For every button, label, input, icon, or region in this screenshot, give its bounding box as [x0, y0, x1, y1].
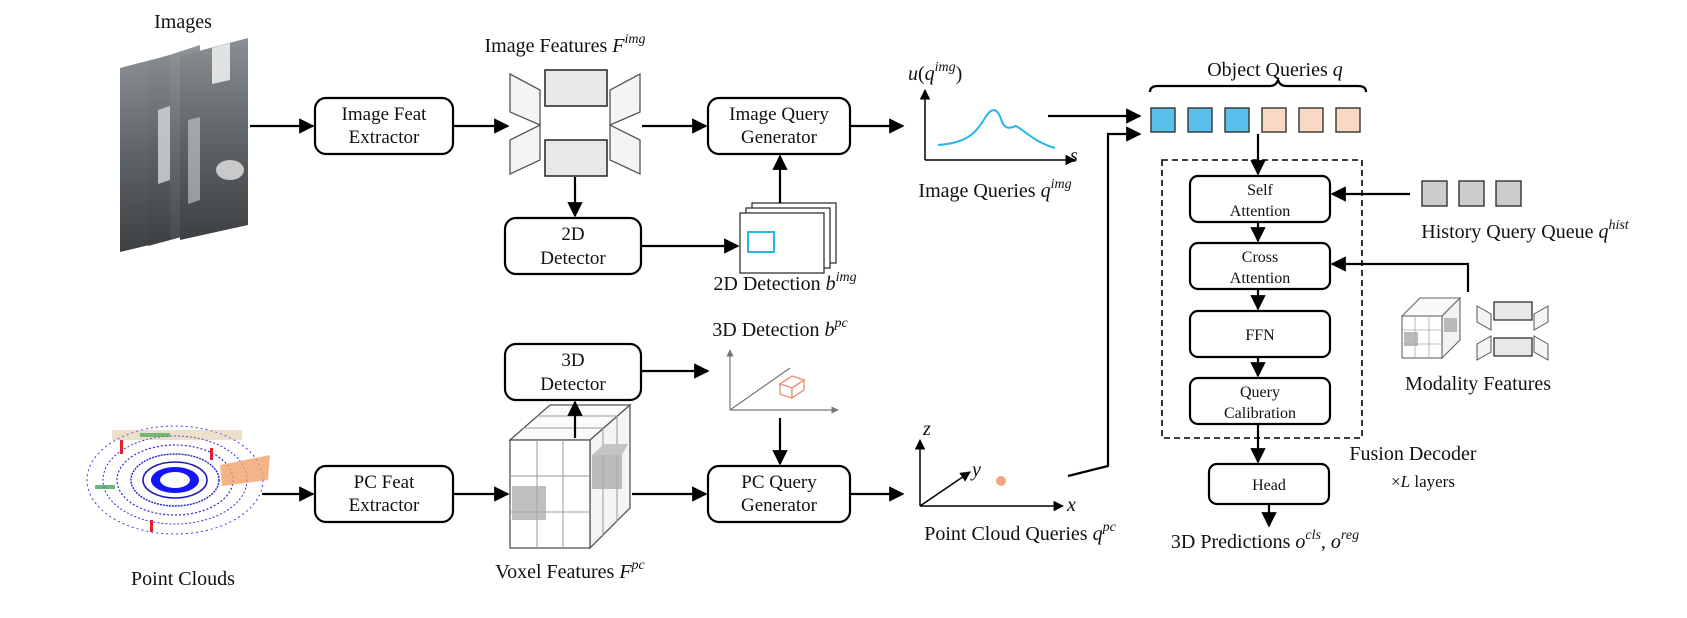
images-label: Images — [154, 11, 212, 33]
cross-attention-line2: Attention — [1230, 270, 1290, 287]
detector-2d-line2: Detector — [540, 248, 606, 269]
image-query-cell — [1187, 107, 1213, 133]
query-calibration-line2: Calibration — [1224, 405, 1296, 422]
history-query-cell — [1495, 180, 1522, 207]
detector-2d-line1: 2D — [561, 224, 584, 245]
point-cloud-queries-plot — [914, 438, 1065, 512]
object-queries-caption: Object Queries q — [1207, 59, 1343, 81]
self-attention-line2: Attention — [1230, 203, 1290, 220]
detection-3d-icon — [726, 349, 839, 414]
point-clouds-label: Point Clouds — [131, 568, 235, 590]
detection-2d-icon — [739, 202, 837, 274]
image-queries-plot-y-label: u(qimg) — [908, 60, 962, 85]
voxel-features-icon — [508, 403, 632, 550]
image-query-cell — [1224, 107, 1250, 133]
pc-feat-extractor-line2: Extractor — [349, 495, 420, 516]
pc-query-generator-line1: PC Query — [741, 472, 817, 493]
history-query-row — [1421, 180, 1522, 207]
cross-attention-line1: Cross — [1242, 249, 1278, 266]
pc-query-cell — [1335, 107, 1361, 133]
image-queries-plot-x-label: s — [1070, 145, 1078, 167]
pc-query-cell — [1261, 107, 1287, 133]
voxel-features-caption: Voxel Features Fpc — [495, 558, 645, 583]
head-label: Head — [1252, 477, 1286, 494]
query-calibration-box — [1188, 376, 1332, 426]
image-queries-caption: Image Queries qimg — [918, 177, 1071, 202]
ffn-box — [1188, 309, 1332, 359]
image-stack — [120, 38, 248, 252]
image-features-icon — [509, 69, 641, 177]
detector-3d-line2: Detector — [540, 374, 606, 395]
pc-plot-x-axis-label: x — [1066, 494, 1076, 516]
fusion-decoder-frame — [1161, 159, 1363, 439]
fusion-decoder-caption: Fusion Decoder — [1349, 443, 1477, 465]
image-query-cell — [1150, 107, 1176, 133]
predictions-caption: 3D Predictions ocls, oreg — [1171, 528, 1359, 553]
pc-query-generator-line2: Generator — [741, 495, 818, 516]
connector-arrows — [250, 108, 1470, 528]
image-query-generator-line2: Generator — [741, 127, 818, 148]
ffn-label: FFN — [1245, 327, 1275, 344]
detector-3d-line1: 3D — [561, 350, 584, 371]
object-queries-brace — [1148, 76, 1368, 93]
image-feat-extractor-line1: Image Feat — [342, 104, 428, 125]
modality-features-icon — [1400, 296, 1549, 361]
object-query-row — [1150, 107, 1361, 133]
history-query-cell — [1421, 180, 1448, 207]
image-features-caption: Image Features Fimg — [485, 32, 646, 57]
self-attention-line1: Self — [1247, 182, 1273, 199]
detection-3d-caption: 3D Detection bpc — [712, 316, 848, 341]
pc-plot-z-axis-label: z — [922, 418, 931, 440]
image-query-generator-line1: Image Query — [729, 104, 829, 125]
image-queries-plot — [919, 88, 1077, 166]
pc-feat-extractor-line1: PC Feat — [354, 472, 415, 493]
detection-2d-caption: 2D Detection bimg — [713, 270, 856, 295]
history-query-queue-caption: History Query Queue qhist — [1421, 218, 1630, 243]
query-calibration-line1: Query — [1240, 384, 1280, 401]
point-cloud-queries-caption: Point Cloud Queries qpc — [924, 520, 1116, 545]
history-query-cell — [1458, 180, 1485, 207]
image-feat-extractor-line2: Extractor — [349, 127, 420, 148]
point-cloud-image — [86, 425, 270, 535]
pc-query-cell — [1298, 107, 1324, 133]
layers-caption: ×L layers — [1391, 472, 1455, 491]
pc-plot-y-axis-label: y — [970, 459, 981, 481]
cross-attention-box — [1188, 241, 1332, 291]
self-attention-box — [1188, 174, 1332, 224]
modality-features-caption: Modality Features — [1405, 373, 1551, 395]
